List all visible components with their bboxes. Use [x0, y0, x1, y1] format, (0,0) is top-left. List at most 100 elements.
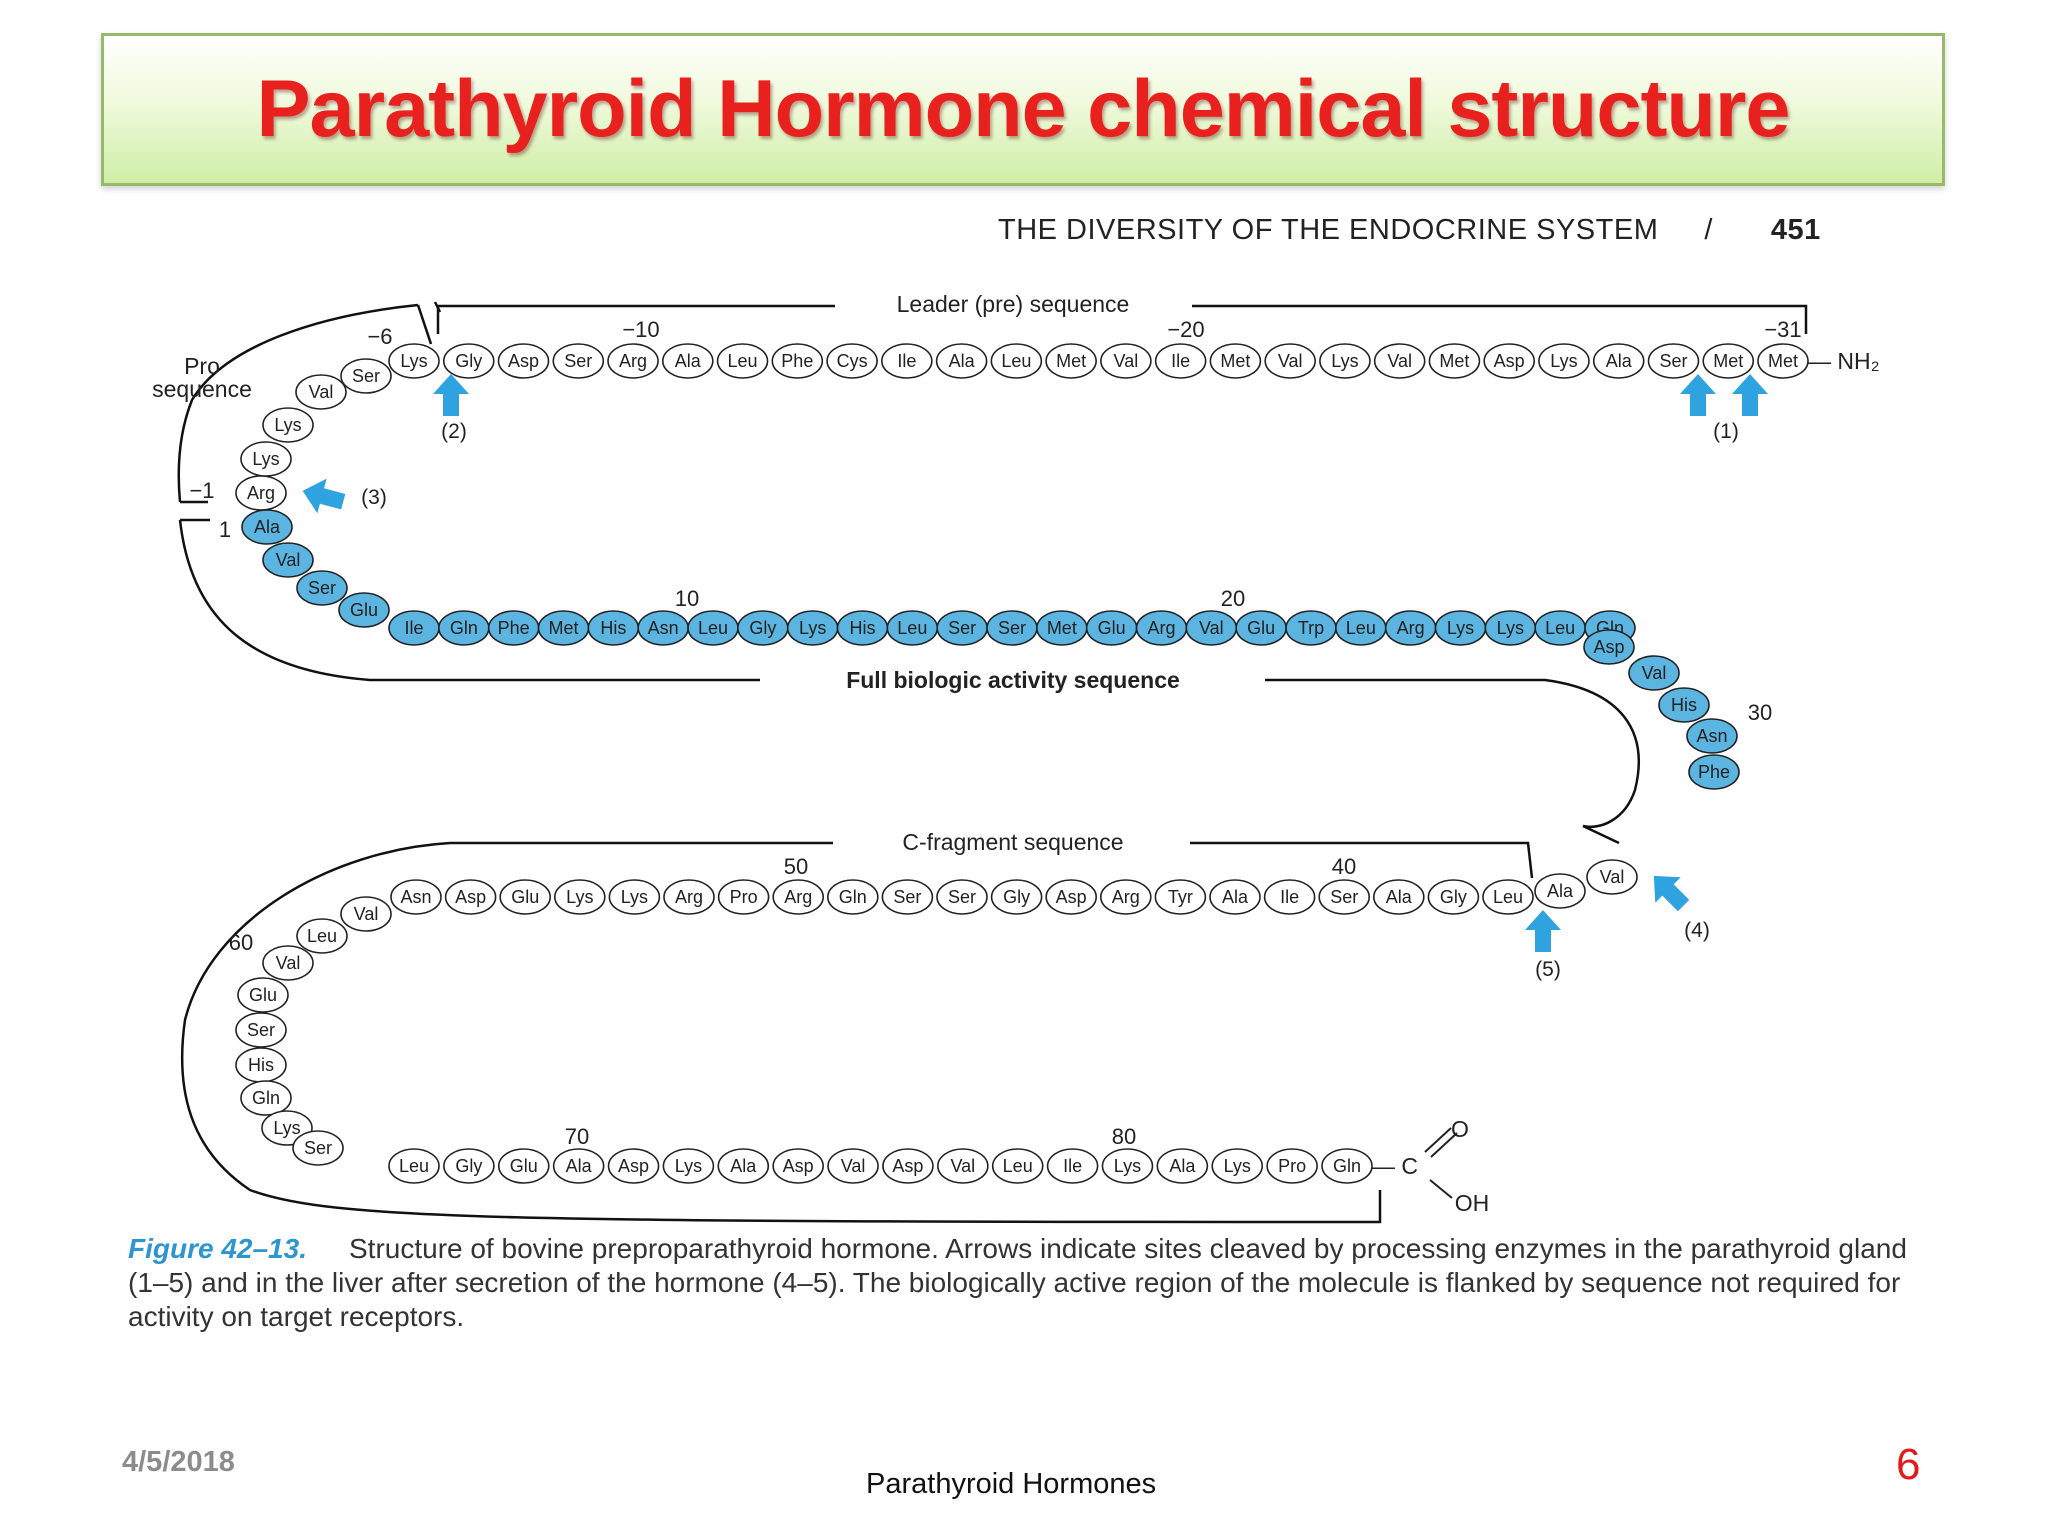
residue-carc-6: His	[235, 1047, 287, 1083]
svg-text:Ser: Ser	[1659, 351, 1687, 371]
residue-active-2: Val	[262, 542, 314, 578]
svg-text:Val: Val	[276, 953, 301, 973]
svg-text:Ile: Ile	[1063, 1156, 1082, 1176]
cleavage-arrows	[298, 374, 1768, 952]
svg-text:Asn: Asn	[400, 887, 431, 907]
residue-cfrag2-16: Lys	[1211, 1148, 1264, 1184]
svg-text:Val: Val	[1387, 351, 1412, 371]
svg-text:Leu: Leu	[1346, 618, 1376, 638]
svg-text:Leu: Leu	[728, 351, 758, 371]
full-activity-bracket-right	[1265, 678, 1640, 829]
residue-active-30: Asp	[1583, 629, 1635, 665]
residue-active-13: Lys	[786, 610, 839, 646]
residue-active-34: Phe	[1688, 754, 1740, 790]
svg-text:Asp: Asp	[1494, 351, 1525, 371]
svg-text:Asp: Asp	[892, 1156, 923, 1176]
svg-text:Met: Met	[1713, 351, 1743, 371]
cleavage-label-3: (3)	[361, 486, 387, 509]
cleavage-arrow-5	[1525, 910, 1561, 952]
svg-text:Gly: Gly	[749, 618, 776, 638]
position-number-40: 40	[1332, 854, 1356, 879]
residue-pro-4: Lys	[240, 441, 292, 477]
residue-cfrag1-5: Ile	[1263, 879, 1316, 915]
residue-carc-7: Gln	[240, 1080, 292, 1116]
residue-cfrag2-4: Ala	[552, 1148, 605, 1184]
n-terminus-label: — NH₂	[1808, 348, 1880, 374]
svg-text:Asp: Asp	[508, 351, 539, 371]
svg-text:Ala: Ala	[1547, 881, 1574, 901]
svg-text:Leu: Leu	[698, 618, 728, 638]
svg-text:Ile: Ile	[897, 351, 916, 371]
cfrag-bracket-left	[180, 841, 1382, 1224]
residue-carc-3: Val	[262, 945, 314, 981]
leader-sequence-label: Leader (pre) sequence	[897, 291, 1130, 317]
svg-text:Lys: Lys	[273, 1118, 300, 1138]
residue-active-20: Arg	[1135, 610, 1188, 646]
leader-bracket-right	[1192, 304, 1808, 334]
svg-text:Val: Val	[1600, 867, 1625, 887]
svg-text:Ser: Ser	[948, 887, 976, 907]
svg-text:Ser: Ser	[352, 366, 380, 386]
svg-text:Leu: Leu	[1493, 887, 1523, 907]
residue-leader-8: Phe	[771, 343, 824, 379]
residue-cfrag2-15: Ala	[1156, 1148, 1209, 1184]
residue-active-1: Ala	[241, 509, 293, 545]
residue-cfrag2-14: Lys	[1101, 1148, 1154, 1184]
residue-active-33: Asn	[1686, 718, 1738, 754]
residue-leader-17: Val	[1264, 343, 1316, 379]
svg-text:Lys: Lys	[1550, 351, 1577, 371]
residue-active-9: His	[587, 610, 640, 646]
residue-pro-5: Arg	[235, 475, 287, 511]
residue-cfrag2-9: Val	[827, 1148, 879, 1184]
residue-post-2: Ala	[1534, 873, 1586, 909]
residue-leader-20: Met	[1428, 343, 1481, 379]
svg-text:Val: Val	[1199, 618, 1224, 638]
residue-leader-1: Lys	[388, 343, 440, 379]
c-terminus-oxygen: O	[1451, 1116, 1469, 1142]
svg-text:Gln: Gln	[450, 618, 478, 638]
figure-caption-text: Structure of bovine preproparathyroid ho…	[128, 1233, 1907, 1332]
svg-text:Cys: Cys	[837, 351, 868, 371]
svg-text:Lys: Lys	[799, 618, 826, 638]
cfrag-bracket-right	[1190, 841, 1534, 879]
svg-text:Arg: Arg	[1147, 618, 1175, 638]
residue-cfrag1-10: Gly	[990, 879, 1043, 915]
svg-text:Asp: Asp	[455, 887, 486, 907]
residue-cfrag1-2: Gly	[1427, 879, 1480, 915]
svg-text:Ser: Ser	[998, 618, 1026, 638]
svg-text:Gly: Gly	[455, 351, 482, 371]
cleavage-arrow-4	[1641, 863, 1697, 919]
residue-leader-14: Val	[1100, 343, 1152, 379]
residue-active-15: Leu	[886, 610, 939, 646]
svg-text:Gln: Gln	[252, 1088, 280, 1108]
label-knockout	[763, 664, 1263, 696]
cleavage-label-1: (1)	[1713, 420, 1739, 443]
residue-leader-4: Ser	[552, 343, 605, 379]
svg-text:Arg: Arg	[1397, 618, 1425, 638]
residue-cfrag2-6: Lys	[662, 1148, 715, 1184]
footer-title: Parathyroid Hormones	[866, 1468, 1157, 1500]
residue-cfrag1-6: Ala	[1209, 879, 1261, 915]
svg-text:Glu: Glu	[1098, 618, 1126, 638]
residue-leader-13: Met	[1045, 343, 1097, 379]
svg-text:Gln: Gln	[839, 887, 867, 907]
position-number--20: −20	[1167, 317, 1204, 342]
running-header-text: THE DIVERSITY OF THE ENDOCRINE SYSTEM	[998, 213, 1659, 246]
svg-text:Arg: Arg	[619, 351, 647, 371]
svg-text:Lys: Lys	[1497, 618, 1524, 638]
svg-text:Val: Val	[841, 1156, 866, 1176]
svg-text:Ser: Ser	[1330, 887, 1358, 907]
cfragment-label: C-fragment sequence	[902, 829, 1123, 855]
title-banner: Parathyroid Hormone chemical structure	[101, 33, 1945, 186]
residue-leader-19: Val	[1373, 343, 1426, 379]
residue-post-1: Val	[1586, 859, 1638, 895]
svg-text:Phe: Phe	[781, 351, 813, 371]
svg-text:His: His	[1671, 695, 1697, 715]
cleavage-arrow-3	[298, 473, 348, 520]
residue-cfrag2-5: Asp	[607, 1148, 660, 1184]
residue-active-22: Glu	[1235, 610, 1287, 646]
pro-label-line1: Pro	[184, 353, 220, 379]
residue-leader-23: Ala	[1592, 343, 1645, 379]
residue-cfrag1-13: Gln	[826, 879, 879, 915]
